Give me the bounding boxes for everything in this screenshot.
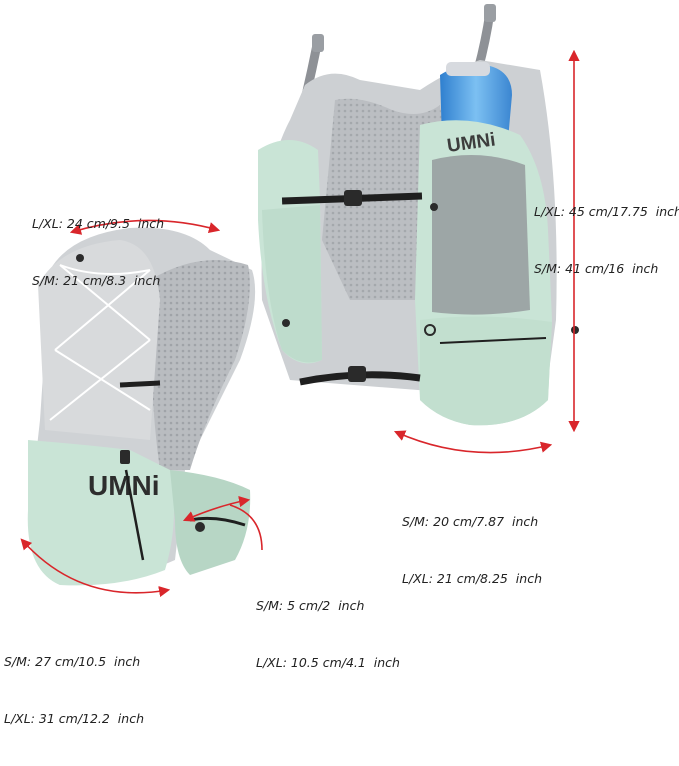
svg-text:UMNi: UMNi bbox=[88, 470, 160, 501]
bottom-width-lxl: L/XL: 21 cm/8.25 inch bbox=[402, 571, 542, 586]
dimension-arrows bbox=[20, 49, 580, 598]
top-width-sm: S/M: 21 cm/8.3 inch bbox=[32, 273, 161, 288]
mesh-pocket bbox=[432, 155, 530, 315]
circumference-sm: S/M: 27 cm/10.5 inch bbox=[4, 654, 141, 669]
arrow-bottom-width bbox=[393, 430, 553, 454]
pocket-depth-sm: S/M: 5 cm/2 inch bbox=[256, 598, 365, 613]
arrow-circumference bbox=[20, 538, 171, 598]
product-photo: UMNi bbox=[4, 4, 679, 726]
height-lxl: L/XL: 45 cm/17.75 inch bbox=[534, 204, 679, 219]
top-width-lxl: L/XL: 24 cm/9.5 inch bbox=[32, 216, 165, 231]
label-circumference: S/M: 27 cm/10.5 inch L/XL: 31 cm/12.2 in… bbox=[4, 614, 144, 766]
bottom-width-sm: S/M: 20 cm/7.87 inch bbox=[402, 514, 539, 529]
label-height: L/XL: 45 cm/17.75 inch S/M: 41 cm/16 inc… bbox=[534, 164, 679, 316]
height-sm: S/M: 41 cm/16 inch bbox=[534, 261, 659, 276]
label-pocket-depth: S/M: 5 cm/2 inch L/XL: 10.5 cm/4.1 inch bbox=[256, 558, 400, 710]
front-view-vest: UMNi bbox=[258, 4, 579, 426]
label-bottom-width: S/M: 20 cm/7.87 inch L/XL: 21 cm/8.25 in… bbox=[402, 474, 542, 626]
pocket-depth-lxl: L/XL: 10.5 cm/4.1 inch bbox=[256, 655, 400, 670]
circumference-lxl: L/XL: 31 cm/12.2 inch bbox=[4, 711, 144, 726]
arrow-top-width bbox=[69, 219, 221, 235]
pocket-leader-line bbox=[229, 504, 263, 551]
vest-illustration: UMNi bbox=[20, 4, 580, 598]
arrow-pocket-depth bbox=[182, 496, 251, 522]
label-top-width: L/XL: 24 cm/9.5 inch S/M: 21 cm/8.3 inch bbox=[32, 176, 164, 328]
side-view-vest: UMNi bbox=[27, 227, 256, 586]
